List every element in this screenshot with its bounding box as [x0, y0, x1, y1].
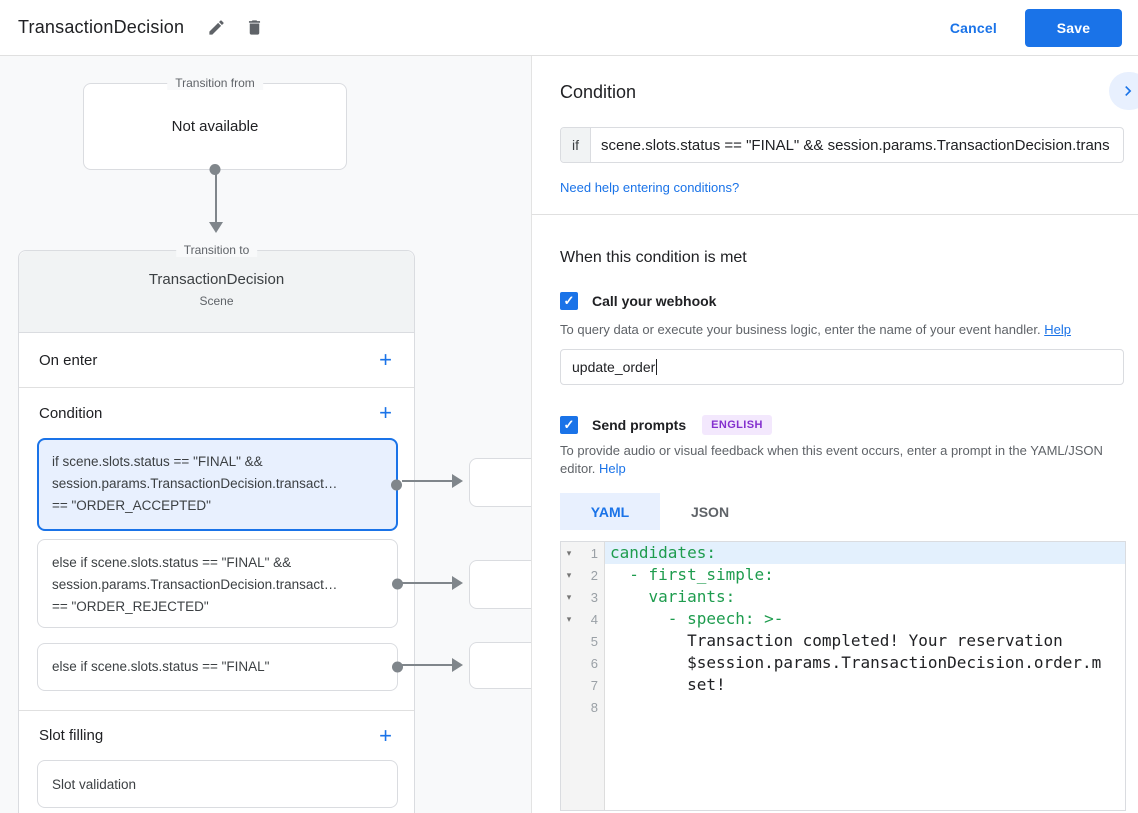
condition-expression-input[interactable]: scene.slots.status == "FINAL" && session…: [601, 136, 1110, 154]
prompts-helper-text: To provide audio or visual feedback when…: [560, 443, 1103, 476]
condition-detail-panel: Condition if scene.slots.status == "FINA…: [531, 56, 1138, 813]
panel-title: Condition: [560, 82, 637, 102]
connector-dot: [391, 479, 402, 490]
conditions-help-link[interactable]: Need help entering conditions?: [560, 180, 740, 195]
code-line: ▾2 - first_simple:: [561, 564, 1125, 586]
editor-empty-area: [561, 718, 1125, 810]
editor-format-tabs: YAML JSON: [560, 493, 1123, 530]
scene-name: TransactionDecision: [148, 271, 285, 288]
chevron-right-icon: [1125, 86, 1132, 96]
line-number: 1: [590, 545, 598, 561]
transition-arrowhead-icon: [209, 222, 223, 233]
transition-to-label: Transition to: [175, 243, 258, 257]
prompts-label: Send prompts: [592, 417, 687, 433]
scene-diagram-canvas: Transition from Not available Transition…: [0, 56, 531, 813]
cancel-button[interactable]: Cancel: [949, 19, 997, 36]
webhook-label: Call your webhook: [592, 293, 717, 309]
line-number: 8: [590, 699, 598, 715]
add-on-enter-button[interactable]: +: [379, 347, 392, 372]
text-cursor: [656, 359, 658, 375]
if-prefix: if: [561, 128, 591, 162]
fold-toggle-icon[interactable]: ▾: [566, 591, 572, 602]
connector-arrowhead-icon: [452, 474, 463, 488]
page-title: TransactionDecision: [18, 17, 185, 37]
transition-target-node[interactable]: [469, 560, 531, 609]
pencil-icon: [209, 20, 224, 35]
connector-dot: [209, 164, 221, 175]
fold-toggle-icon[interactable]: ▾: [566, 547, 572, 558]
line-number: 2: [590, 567, 598, 583]
connector-line: [402, 582, 454, 584]
code-line: 6 $session.params.TransactionDecision.or…: [561, 652, 1125, 674]
slot-filling-section: Slot filling +: [39, 722, 392, 748]
fold-toggle-icon[interactable]: ▾: [566, 569, 572, 580]
connector-dot: [392, 661, 403, 673]
condition-expression-field: if scene.slots.status == "FINAL" && sess…: [560, 127, 1124, 163]
code-line: ▾4 - speech: >-: [561, 608, 1125, 630]
top-bar: TransactionDecision Cancel Save: [0, 0, 1138, 56]
code-line: 8: [561, 696, 1125, 718]
connector-dot: [392, 578, 403, 589]
webhook-checkbox[interactable]: ✓: [560, 292, 578, 310]
webhook-checkbox-row: ✓ Call your webhook: [560, 292, 1123, 310]
webhook-handler-input[interactable]: update_order: [560, 349, 1124, 385]
webhook-help-link[interactable]: Help: [1044, 322, 1071, 337]
line-number: 3: [590, 589, 598, 605]
line-number: 4: [590, 611, 598, 627]
yaml-code-editor[interactable]: ▾1 candidates: ▾2 - first_simple: ▾3 var…: [560, 541, 1126, 811]
prompts-checkbox-row: ✓ Send prompts ENGLISH: [560, 415, 1123, 435]
code-line: 5 Transaction completed! Your reservatio…: [561, 630, 1125, 652]
condition-section-header: Condition +: [39, 400, 392, 425]
transition-to-card: Transition to TransactionDecision Scene …: [18, 243, 415, 813]
transition-from-value: Not available: [171, 118, 259, 135]
scene-card-header: TransactionDecision Scene: [19, 251, 414, 333]
scene-type: Scene: [199, 294, 234, 308]
section-divider: [19, 710, 414, 711]
condition-item-rejected[interactable]: else if scene.slots.status == "FINAL" &&…: [37, 539, 403, 628]
checkmark-icon: ✓: [563, 293, 575, 308]
save-button[interactable]: Save: [1025, 8, 1122, 47]
on-enter-section: On enter +: [19, 333, 414, 388]
webhook-helper-text: To query data or execute your business l…: [560, 322, 1071, 337]
panel-divider: [532, 214, 1138, 215]
line-number: 5: [590, 633, 598, 649]
when-met-title: When this condition is met: [560, 249, 747, 266]
transition-from-node: Transition from Not available: [83, 76, 347, 175]
delete-button[interactable]: [238, 12, 270, 44]
tab-yaml[interactable]: YAML: [560, 493, 660, 530]
collapse-panel-button[interactable]: [1109, 72, 1138, 110]
line-number: 7: [590, 677, 598, 693]
fold-toggle-icon[interactable]: ▾: [566, 613, 572, 624]
transition-target-node[interactable]: [469, 458, 531, 507]
connector-line: [402, 480, 454, 482]
tab-json[interactable]: JSON: [690, 503, 730, 520]
transition-from-label: Transition from: [167, 76, 263, 90]
prompts-checkbox[interactable]: ✓: [560, 416, 578, 434]
connector-arrowhead-icon: [452, 576, 463, 590]
code-line: 7 set!: [561, 674, 1125, 696]
slot-validation-item[interactable]: Slot validation: [37, 760, 398, 808]
condition-item-accepted[interactable]: if scene.slots.status == "FINAL" && sess…: [37, 438, 402, 531]
condition-item-final[interactable]: else if scene.slots.status == "FINAL": [37, 643, 403, 691]
prompts-help-link[interactable]: Help: [599, 461, 626, 476]
trash-icon: [248, 20, 260, 35]
add-condition-button[interactable]: +: [379, 400, 392, 425]
code-line: ▾3 variants:: [561, 586, 1125, 608]
add-slot-button[interactable]: +: [379, 722, 392, 748]
checkmark-icon: ✓: [563, 417, 575, 432]
language-badge: ENGLISH: [702, 415, 772, 435]
line-number: 6: [590, 655, 598, 671]
transition-target-node[interactable]: [469, 642, 531, 689]
connector-arrowhead-icon: [452, 658, 463, 672]
edit-button[interactable]: [200, 12, 232, 44]
code-line: ▾1 candidates:: [561, 542, 1125, 564]
connector-line: [402, 664, 454, 666]
transition-arrow-line: [215, 170, 217, 222]
